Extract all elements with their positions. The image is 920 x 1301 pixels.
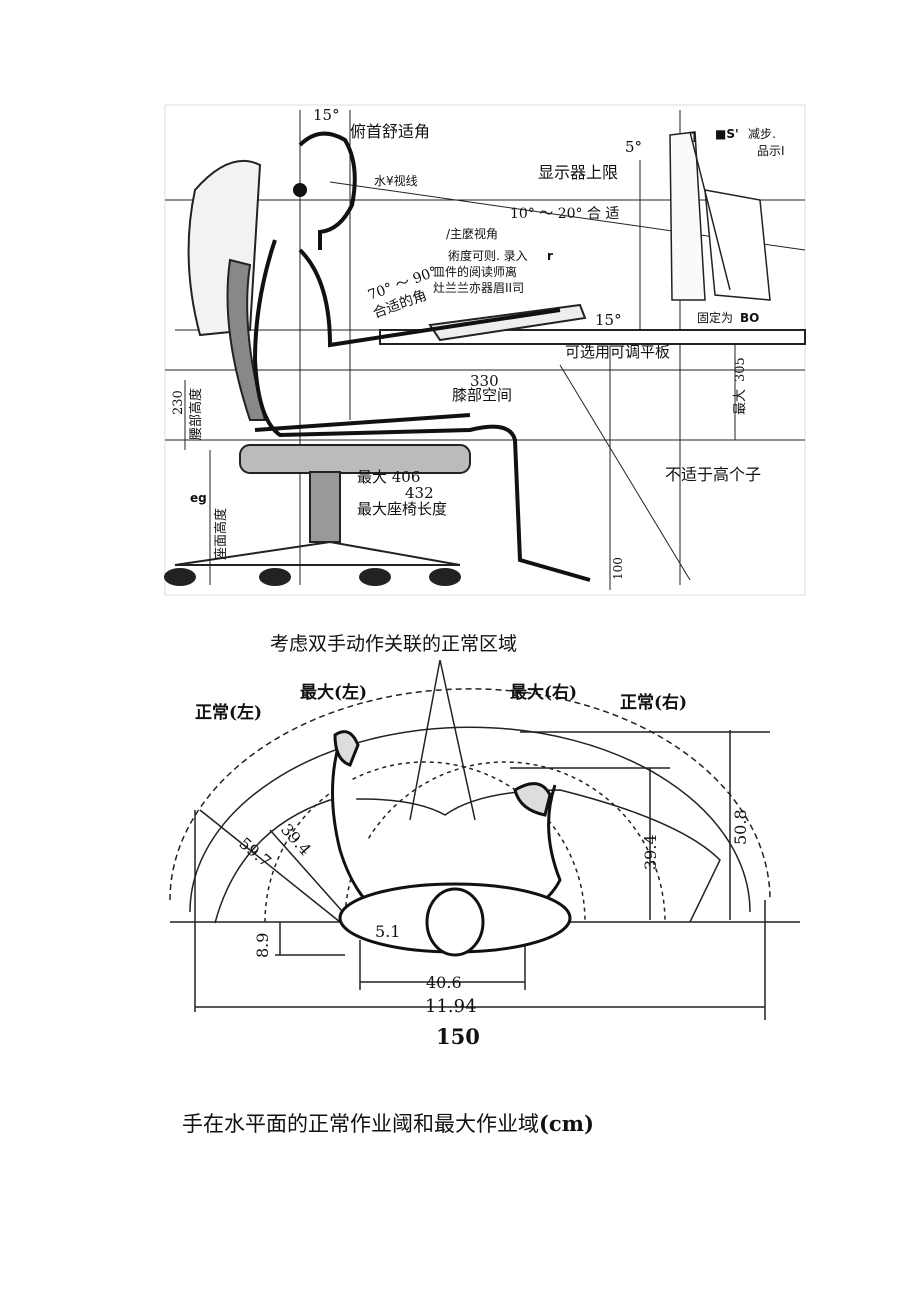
label-ke-xuan: 可选用可调平板 [565,343,670,361]
label-230: 230 [171,390,186,415]
label-zui-da-left: 最大(左) [300,682,367,703]
label-fu-shou: 俯首舒适角 [350,122,430,141]
label-zuo-mian: 座面高度 [213,508,229,560]
caption-text: 手在水平面的正常作业阈和最大作业域 [182,1112,539,1136]
label-mark-1: 1 [690,131,698,146]
label-zui-da-right: 最大(右) [510,682,577,703]
label-100: 100 [611,557,625,580]
label-330: 330 [470,372,499,390]
reach-diagram-title: 考虑双手动作关联的正常区域 [270,633,517,655]
label-shu-du: 術度可则. 录入 [448,248,528,263]
figure-caption: 手在水平面的正常作业阈和最大作业域(cm) [182,1108,594,1138]
label-angle-10-20: 10° ～ 20° 合 适 [510,206,619,222]
label-bu-shi: 不适于高个子 [665,465,761,484]
seated-workstation-diagram: 15° 俯首舒适角 5° 1 显示器上限 10° ～ 20° 合 适 70° ～… [164,104,806,596]
label-gu-ding: 固定为 [697,310,733,325]
label-5-1: 5.1 [375,922,400,941]
caption-unit: (cm) [539,1111,594,1136]
label-angle-5: 5° [625,138,642,156]
figure-subtitle: 150 [436,1024,480,1049]
label-angle-15-mid: 15° [595,311,622,329]
label-pin-shi: 品示I [757,144,785,158]
label-jian-bu: 减步. [748,127,776,141]
label-r-mark: r [547,249,553,263]
label-corner-s: ■S' [715,127,739,141]
label-shui-shixian: 水¥视线 [374,173,418,188]
label-angle-15-top: 15° [313,106,340,124]
label-8-9: 8.9 [253,933,272,958]
label-zhu-mo: /主麼视角 [446,226,498,241]
label-min-jian: 皿件的阅读师离 [433,264,517,279]
label-xi-bu: 膝部空间 [452,386,512,404]
label-zui-da-zuoyi: 最大座椅长度 [357,500,447,518]
label-yao-bu: 腰部高度 [188,388,204,440]
label-39-4-left: 39.4 [277,820,315,859]
label-50-8: 50.8 [731,809,750,845]
label-59-7: 59.7 [235,834,275,871]
label-305: 305 [733,357,748,382]
label-zheng-chang-left: 正常(左) [195,702,262,723]
label-zui-da-406: 最大 406 [357,468,420,486]
label-39-4-right: 39.4 [641,834,660,870]
label-zui-da-305: 最大 [733,389,748,415]
label-11-94: 11.94 [425,996,477,1017]
label-bo: BO [740,311,759,325]
label-40-6: 40.6 [426,973,462,992]
label-xian-shi-qi: 显示器上限 [538,163,618,182]
label-432: 432 [405,484,434,502]
label-zheng-chang-right: 正常(右) [620,692,687,713]
label-shi-lan: 灶兰兰亦器眉II司 [433,280,524,295]
label-eg: eg [190,491,207,505]
